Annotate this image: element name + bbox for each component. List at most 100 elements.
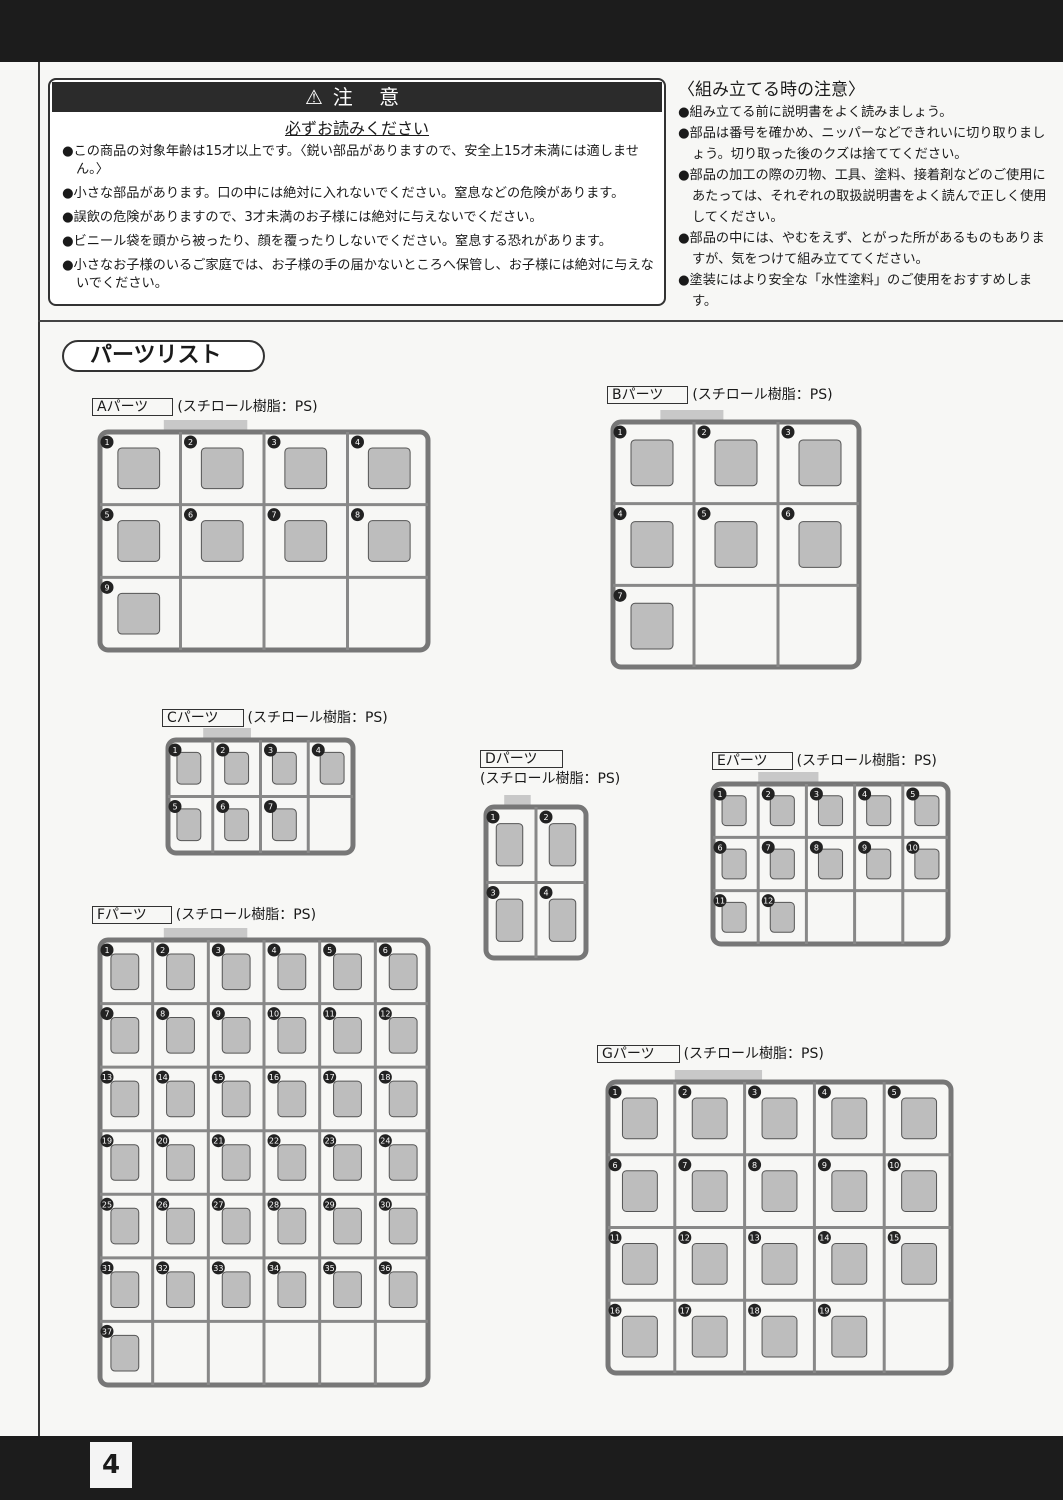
sprue-part — [691, 1170, 728, 1212]
part-number-marker — [351, 435, 364, 449]
part-number-marker — [267, 1007, 281, 1021]
warning-icon: ⚠ — [304, 85, 333, 109]
sprue-part — [548, 898, 577, 942]
sprue-part — [388, 1144, 418, 1181]
part-number-marker — [858, 787, 872, 801]
part-number: 16 — [269, 1073, 279, 1082]
sprue-material: (スチロール樹脂：PS) — [177, 399, 318, 415]
part-number-marker — [323, 1261, 337, 1275]
sprue-tab — [674, 1070, 763, 1082]
part-number-marker — [100, 1134, 114, 1148]
part-number: 9 — [822, 1161, 827, 1170]
sprue-f-label: Fパーツ(スチロール樹脂：PS) — [92, 904, 316, 924]
part-number: 4 — [862, 790, 867, 799]
part-number: 2 — [682, 1088, 687, 1097]
part-number: 12 — [680, 1234, 690, 1243]
part-number: 18 — [750, 1306, 760, 1315]
sprue-part — [319, 751, 345, 785]
sprue-part — [277, 1080, 307, 1118]
part-number-marker — [761, 787, 775, 801]
part-number-marker — [184, 435, 197, 449]
sprue-part — [914, 848, 940, 880]
part-number: 5 — [104, 511, 109, 520]
sprue-part — [691, 1097, 728, 1140]
part-number-marker — [156, 1197, 170, 1211]
part-number-marker — [323, 1007, 337, 1021]
sprue-tab — [504, 795, 531, 807]
part-number-marker — [168, 743, 182, 757]
part-number: 10 — [269, 1010, 279, 1019]
part-number-marker — [809, 840, 823, 854]
sprue-material: (スチロール樹脂：PS) — [175, 907, 317, 923]
part-number: 8 — [160, 1010, 165, 1019]
sprue-part — [110, 1080, 140, 1118]
part-number-marker — [809, 787, 823, 801]
part-number-marker — [100, 508, 114, 522]
part-number-marker — [100, 435, 114, 449]
sprue-tag: Bパーツ — [607, 386, 689, 404]
part-number: 3 — [271, 438, 276, 447]
sprue-part — [388, 953, 418, 991]
part-number: 33 — [213, 1264, 223, 1273]
part-number: 25 — [102, 1200, 112, 1209]
part-number-marker — [216, 800, 230, 813]
part-number-marker — [378, 1070, 392, 1084]
sprue-part — [333, 1207, 362, 1245]
sprue-material: (スチロール樹脂：PS) — [683, 1046, 824, 1062]
sprue-part — [630, 602, 674, 650]
sprue-frame — [610, 419, 862, 670]
sprue-part — [277, 1017, 307, 1054]
part-number-marker — [887, 1085, 901, 1099]
sprue-part — [200, 520, 244, 562]
sprue-part — [333, 953, 362, 991]
part-number: 24 — [380, 1137, 390, 1146]
sprue-part — [166, 1080, 195, 1118]
part-number: 6 — [188, 511, 193, 520]
part-number-marker — [378, 1197, 392, 1211]
part-number-marker — [608, 1231, 622, 1244]
sprue-tab — [660, 410, 724, 422]
part-number: 21 — [213, 1137, 223, 1146]
sprue-part — [333, 1080, 362, 1118]
sprue-part — [367, 520, 411, 562]
sprue-tab — [163, 420, 248, 432]
part-number-marker — [378, 1134, 392, 1148]
part-number: 1 — [104, 946, 109, 955]
sprue-part — [333, 1017, 362, 1054]
sprue-tag: Cパーツ — [162, 709, 244, 727]
part-number-marker — [608, 1303, 622, 1317]
part-number: 7 — [617, 591, 622, 600]
part-number-marker — [216, 743, 230, 757]
part-number-marker — [323, 1134, 337, 1148]
part-number-marker — [858, 840, 872, 854]
part-number: 16 — [610, 1306, 620, 1315]
part-number: 14 — [158, 1073, 168, 1082]
part-number: 10 — [908, 843, 918, 852]
part-number-marker — [211, 1134, 225, 1148]
part-number-marker — [748, 1303, 762, 1317]
sprue-part — [761, 1097, 798, 1140]
sprue-part — [284, 520, 328, 562]
part-number: 14 — [819, 1234, 829, 1243]
sprue-part — [166, 1207, 195, 1245]
part-number: 30 — [380, 1200, 390, 1209]
part-number-marker — [817, 1085, 831, 1099]
part-number-marker — [267, 1134, 281, 1148]
part-number: 5 — [701, 510, 706, 519]
bottom-band — [0, 1436, 1063, 1500]
part-number-marker — [613, 507, 627, 521]
sprue-tab — [203, 728, 251, 740]
part-number-marker — [378, 943, 392, 957]
assembly-item: ●部品は番号を確かめ、ニッパーなどできれいに切り取りましょう。切り取った後のクズ… — [678, 126, 1046, 162]
sprue-part — [277, 1207, 307, 1245]
caution-header: ⚠注 意 — [52, 82, 662, 112]
part-number: 2 — [188, 438, 193, 447]
part-number-marker — [156, 1007, 170, 1021]
part-number: 7 — [268, 803, 273, 812]
part-number: 5 — [172, 803, 177, 812]
part-number: 3 — [752, 1088, 757, 1097]
